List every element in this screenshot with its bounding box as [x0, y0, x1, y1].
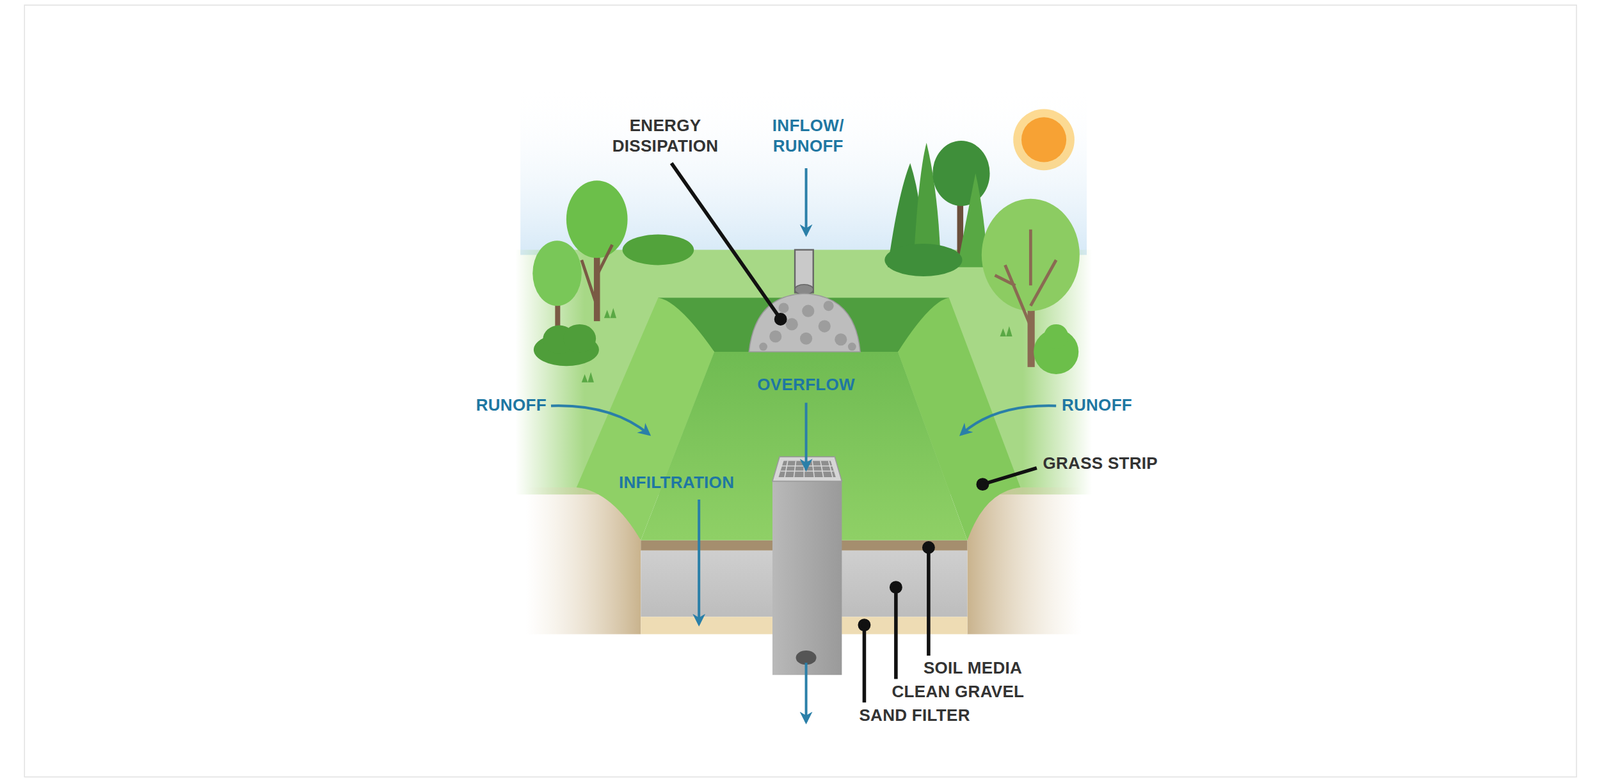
sun: [1013, 109, 1075, 171]
label: ENERGY DISSIPATION: [595, 115, 736, 157]
flow-arrows: [551, 168, 1056, 723]
label: OVERFLOW: [757, 374, 856, 395]
leader-lines: [671, 163, 1037, 703]
trees: [532, 140, 1080, 383]
label: INFLOW/ RUNOFF: [753, 115, 863, 157]
label: CLEAN GRAVEL: [891, 681, 1024, 703]
label: INFILTRATION: [618, 472, 735, 493]
label: RUNOFF: [1061, 394, 1133, 416]
overflow-riser: [772, 456, 842, 676]
label: GRASS STRIP: [1042, 453, 1158, 474]
label: RUNOFF: [476, 394, 547, 416]
label: SOIL MEDIA: [923, 657, 1023, 679]
label: SAND FILTER: [858, 705, 970, 726]
